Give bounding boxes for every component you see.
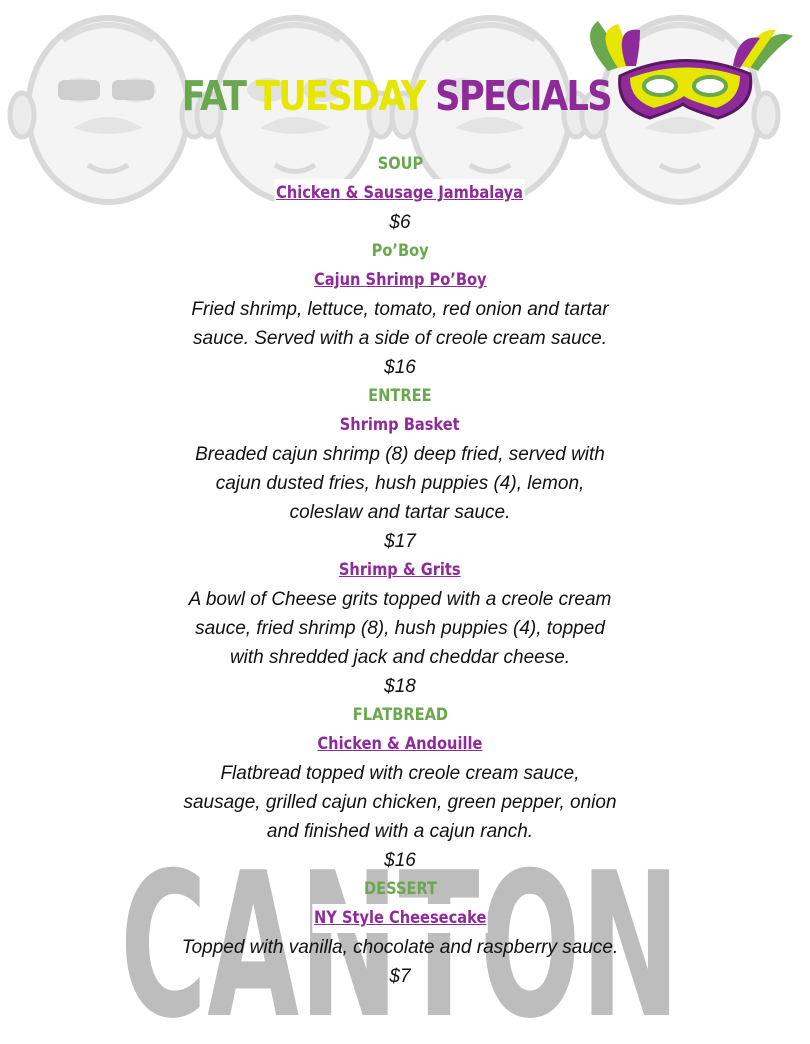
item-name: NY Style Cheesecake	[312, 904, 488, 933]
item-name: Chicken & Sausage Jambalaya	[274, 179, 526, 208]
item-name: Chicken & Andouille	[315, 730, 485, 759]
menu-section: Shrimp & Grits A bowl of Cheese grits top…	[150, 556, 650, 701]
item-description: and finished with a cajun ranch.	[266, 821, 534, 842]
item-name-line: Cajun Shrimp Po’Boy	[150, 266, 650, 295]
canton-watermark: CANTON	[120, 830, 680, 1044]
category-heading: FLATBREAD	[150, 701, 650, 730]
item-name-line: Chicken & Sausage Jambalaya	[150, 179, 650, 208]
item-description: coleslaw and tartar sauce.	[289, 502, 511, 523]
item-name-line: NY Style Cheesecake	[150, 904, 650, 933]
item-name-line: Shrimp & Grits	[150, 556, 650, 585]
item-description: sausage, grilled cajun chicken, green pe…	[183, 792, 617, 813]
category-heading: ENTREE	[150, 382, 650, 411]
item-description: Topped with vanilla, chocolate and raspb…	[181, 937, 619, 958]
category-heading: Po’Boy	[150, 237, 650, 266]
item-name-line: Chicken & Andouille	[150, 730, 650, 759]
item-description: sauce, fried shrimp (8), hush puppies (4…	[195, 618, 605, 639]
item-price: $16	[384, 357, 416, 378]
title-word-fat: FAT	[181, 72, 247, 120]
mardi-gras-mask-icon	[590, 21, 793, 120]
category-label: ENTREE	[368, 386, 432, 406]
category-heading: SOUP	[150, 150, 650, 179]
category-label: FLATBREAD	[352, 705, 448, 725]
category-label: SOUP	[377, 154, 423, 174]
page-title: FAT TUESDAY SPECIALS	[48, 70, 745, 122]
item-description: Breaded cajun shrimp (8) deep fried, ser…	[195, 444, 605, 465]
category-label: DESSERT	[363, 879, 437, 899]
category-label: Po’Boy	[371, 241, 429, 261]
item-description: Flatbread topped with creole cream sauce…	[220, 763, 580, 784]
item-description: A bowl of Cheese grits topped with a cre…	[188, 589, 612, 610]
item-description: Fried shrimp, lettuce, tomato, red onion…	[191, 299, 609, 320]
item-description: sauce. Served with a side of creole crea…	[193, 328, 607, 349]
item-price: $7	[389, 966, 411, 987]
item-name: Shrimp Basket	[338, 411, 462, 440]
item-description: with shredded jack and cheddar cheese.	[229, 647, 571, 668]
title-word-tuesday: TUESDAY	[255, 72, 427, 120]
item-description: cajun dusted fries, hush puppies (4), le…	[215, 473, 585, 494]
item-price: $16	[384, 850, 416, 871]
item-price: $18	[384, 676, 416, 697]
item-name: Cajun Shrimp Po’Boy	[312, 266, 488, 295]
category-heading: DESSERT	[150, 875, 650, 904]
item-price: $17	[384, 531, 416, 552]
title-word-specials: SPECIALS	[435, 72, 612, 120]
item-name-line: Shrimp Basket	[150, 411, 650, 440]
item-name: Shrimp & Grits	[337, 556, 463, 585]
item-price: $6	[389, 212, 411, 233]
menu-section: SOUP Chicken & Sausage Jambalaya $6	[150, 150, 650, 237]
